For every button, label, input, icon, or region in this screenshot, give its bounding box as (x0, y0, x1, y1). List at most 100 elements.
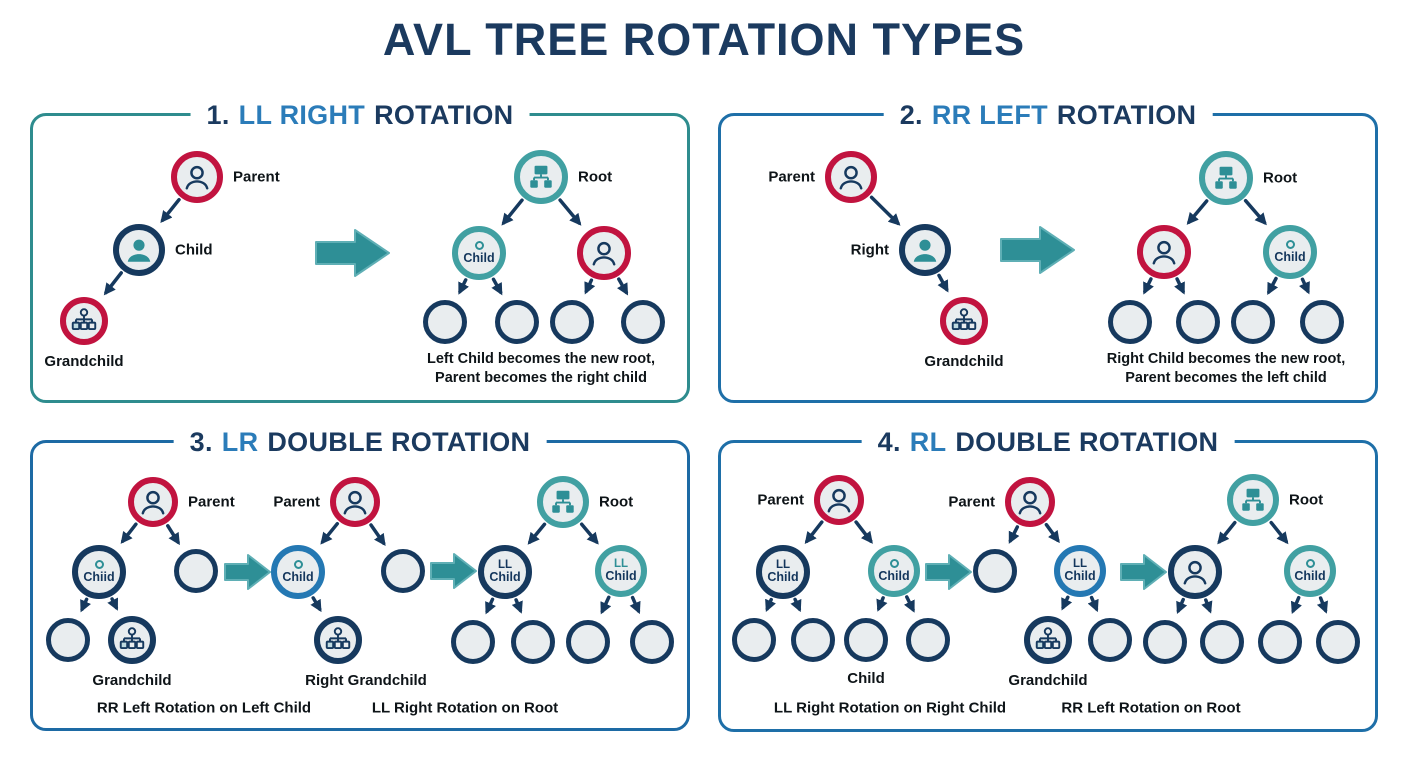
tree-node (899, 224, 951, 276)
tree-node (1005, 477, 1055, 527)
tree-node (1137, 225, 1191, 279)
tree-node: Child (1263, 225, 1317, 279)
step-caption: LL Right Rotation on Right Child (773, 699, 1007, 717)
tree-node: Child (1284, 545, 1336, 597)
person-filled-icon (913, 239, 937, 262)
dot-icon (1285, 240, 1295, 249)
tree-node-empty (732, 618, 776, 662)
tree-node (814, 475, 864, 525)
tree-node-empty (495, 300, 539, 344)
org-chart-icon (1215, 166, 1237, 189)
person-icon (839, 165, 863, 190)
panel-title-accent: RL (909, 427, 947, 457)
panel-title-rest: DOUBLE ROTATION (955, 427, 1219, 457)
node-inner-label-top: LL (497, 558, 513, 571)
tree-node-empty (1258, 620, 1302, 664)
tree-node-empty (1176, 300, 1220, 344)
panel-title: 4. RL DOUBLE ROTATION (861, 427, 1235, 458)
person-icon (827, 488, 851, 513)
tree-node-empty (381, 549, 425, 593)
page-title: AVL TREE ROTATION TYPES (382, 14, 1026, 65)
node-label: Root (578, 168, 613, 186)
org-chart-icon (119, 627, 145, 649)
tree-node-empty (1200, 620, 1244, 664)
tree-node (1024, 616, 1072, 664)
tree-node-empty (1088, 618, 1132, 662)
caption-line: Left Child becomes the new root, (427, 350, 655, 367)
node-label: Child (847, 670, 885, 687)
tree-node (537, 476, 589, 528)
person-filled-icon (127, 239, 151, 262)
tree-node-empty (973, 549, 1017, 593)
node-label: Grandchild (924, 353, 1004, 370)
node-label: Root (1263, 169, 1298, 187)
node-label: Right Grandchild (305, 672, 427, 689)
tree-node (1227, 474, 1279, 526)
tree-node (330, 477, 380, 527)
node-inner-label: Child (282, 570, 314, 584)
node-label: Root (599, 493, 634, 511)
person-icon (1018, 490, 1042, 515)
person-icon (343, 490, 367, 515)
caption-line: Right Child becomes the new root, (1106, 350, 1346, 367)
result-caption: Right Child becomes the new root,Parent … (1107, 350, 1345, 388)
person-icon (592, 241, 616, 266)
tree-node-empty (174, 549, 218, 593)
tree-node: Child (271, 545, 325, 599)
node-inner-label: Child (489, 570, 521, 585)
panel-title-accent: RR LEFT (931, 100, 1048, 130)
node-inner-label: Child (1064, 569, 1096, 584)
org-chart-icon (325, 627, 351, 649)
tree-node-empty (906, 618, 950, 662)
node-label: Grandchild (44, 353, 124, 370)
node-label: Grandchild (1008, 672, 1088, 689)
tree-node (314, 616, 362, 664)
node-inner-label: Child (463, 251, 495, 265)
dot-icon (94, 560, 104, 569)
tree-node-empty (511, 620, 555, 664)
org-chart-icon (1242, 488, 1264, 511)
person-icon (1183, 560, 1207, 585)
node-inner-label-top: LL (1072, 557, 1088, 570)
node-inner-label-top: LL (775, 558, 791, 571)
tree-node-empty (791, 618, 835, 662)
node-label: Parent (768, 168, 815, 186)
panel-title-rest: ROTATION (1056, 100, 1197, 130)
dot-icon (474, 241, 484, 250)
tree-node (1168, 545, 1222, 599)
node-label: Parent (273, 493, 320, 511)
person-icon (1152, 240, 1176, 265)
node-label: Parent (188, 493, 235, 511)
panel-title-rest: ROTATION (374, 100, 514, 130)
node-label: Right (850, 241, 889, 259)
dot-icon (889, 559, 899, 568)
result-caption: Left Child becomes the new root, Parent b… (427, 350, 655, 388)
tree-node-empty (550, 300, 594, 344)
dot-icon (293, 560, 303, 569)
node-inner-label: Child (1274, 250, 1306, 264)
panel-title-num: 2. (899, 100, 923, 130)
node-label: Grandchild (92, 672, 172, 689)
step-caption: LL Right Rotation on Root (371, 699, 559, 717)
person-icon (185, 165, 209, 190)
panel-title-accent: LR (221, 427, 259, 457)
dot-icon (1305, 559, 1315, 568)
panel-title: 2. RR LEFT ROTATION (883, 100, 1213, 131)
panel-title-rest: DOUBLE ROTATION (267, 427, 531, 457)
tree-node-empty (1108, 300, 1152, 344)
person-icon (141, 490, 165, 515)
tree-node (825, 151, 877, 203)
tree-node-empty (1143, 620, 1187, 664)
panel-title-num: 1. (206, 100, 230, 130)
caption-line: Parent becomes the right child (435, 370, 647, 386)
step-caption: RR Left Rotation on Left Child (96, 699, 312, 717)
org-chart-icon (951, 308, 977, 330)
panel-title-num: 4. (877, 427, 901, 457)
